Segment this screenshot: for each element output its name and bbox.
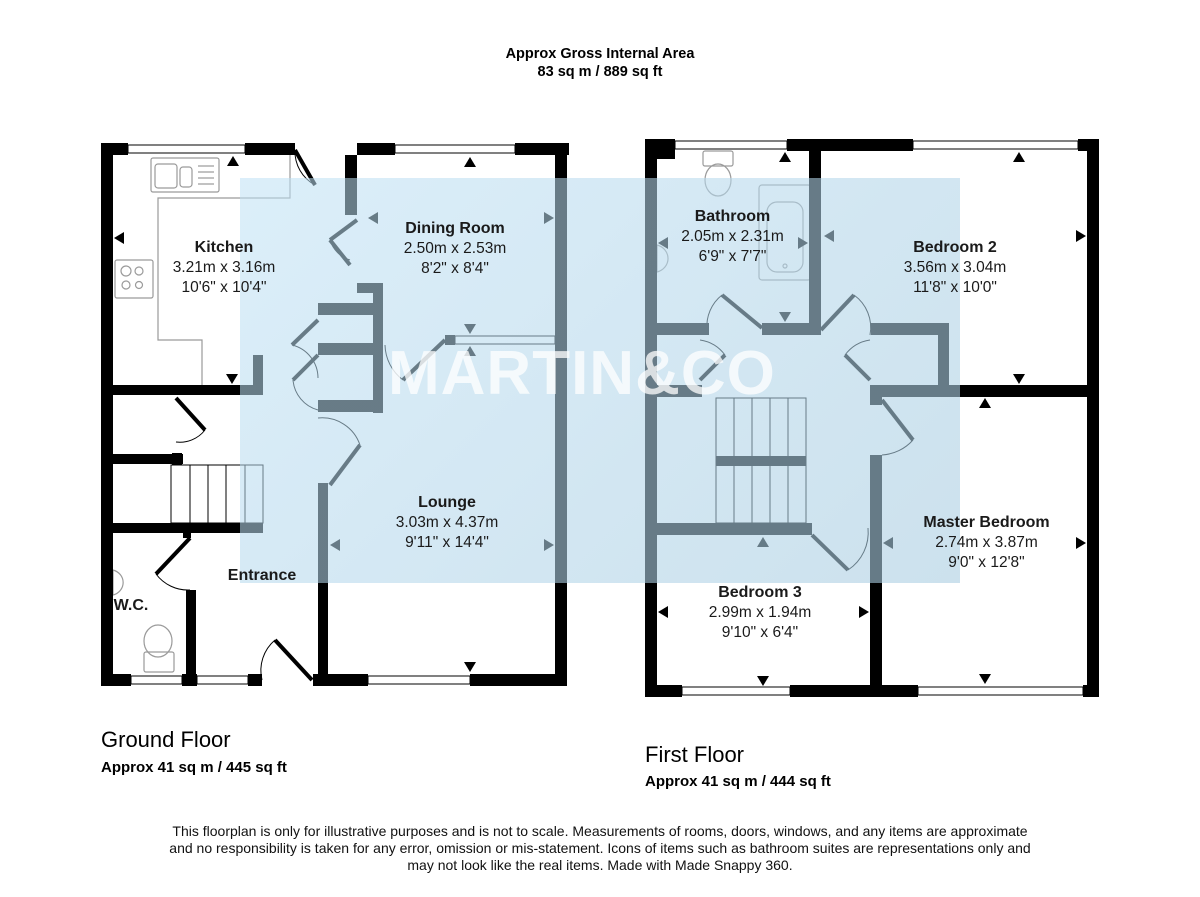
hob-icon <box>114 259 154 299</box>
room-name: Entrance <box>227 567 297 584</box>
gross-area-title: Approx Gross Internal Area <box>505 46 695 62</box>
room-master-bedroom: Master Bedroom 2.74m x 3.87m 9'0" x 12'8… <box>904 513 1069 573</box>
room-metric: 3.21m x 3.16m <box>172 259 276 276</box>
first-floor-area: Approx 41 sq m / 444 sq ft <box>645 773 831 790</box>
windows-first <box>674 140 1084 696</box>
room-metric: 3.56m x 3.04m <box>903 259 1007 276</box>
room-imperial: 10'6" x 10'4" <box>181 279 267 296</box>
room-imperial: 8'2" x 8'4" <box>421 260 489 277</box>
room-name: Kitchen <box>194 239 254 256</box>
room-name: Master Bedroom <box>923 514 1050 531</box>
room-imperial: 9'11" x 14'4" <box>405 534 489 551</box>
room-bathroom: Bathroom 2.05m x 2.31m 6'9" x 7'7" <box>655 207 810 267</box>
toilet-icon-first <box>702 150 734 197</box>
room-name: Lounge <box>418 494 476 511</box>
room-metric: 2.74m x 3.87m <box>935 534 1038 551</box>
disclaimer-line-3: may not look like the real items. Made w… <box>407 857 793 873</box>
room-bedroom-2: Bedroom 2 3.56m x 3.04m 11'8" x 10'0" <box>885 238 1025 298</box>
stairs-ground <box>170 464 264 524</box>
room-name: Dining Room <box>405 220 505 237</box>
room-metric: 2.50m x 2.53m <box>403 240 507 257</box>
basin-icon <box>112 569 124 596</box>
room-imperial: 9'0" x 12'8" <box>948 554 1025 571</box>
room-kitchen: Kitchen 3.21m x 3.16m 10'6" x 10'4" <box>150 238 298 298</box>
ground-floor-area: Approx 41 sq m / 445 sq ft <box>101 759 287 776</box>
gross-area-header: Approx Gross Internal Area 83 sq m / 889… <box>0 45 1200 81</box>
room-metric: 2.99m x 1.94m <box>708 604 812 621</box>
gross-area-value: 83 sq m / 889 sq ft <box>537 64 663 80</box>
room-lounge: Lounge 3.03m x 4.37m 9'11" x 14'4" <box>377 493 517 553</box>
room-name: W.C. <box>113 597 149 614</box>
sink-icon <box>150 157 220 193</box>
room-metric: 2.05m x 2.31m <box>681 228 784 245</box>
room-name: Bathroom <box>694 208 771 225</box>
room-wc: W.C. <box>101 596 161 616</box>
room-name: Bedroom 3 <box>718 584 802 601</box>
first-floor-title: First Floor <box>645 742 744 767</box>
room-dining: Dining Room 2.50m x 2.53m 8'2" x 8'4" <box>385 219 525 279</box>
room-bedroom-3: Bedroom 3 2.99m x 1.94m 9'10" x 6'4" <box>690 583 830 643</box>
disclaimer-line-1: This floorplan is only for illustrative … <box>172 823 1028 839</box>
room-imperial: 9'10" x 6'4" <box>721 624 799 641</box>
disclaimer: This floorplan is only for illustrative … <box>100 823 1100 874</box>
room-imperial: 6'9" x 7'7" <box>698 248 767 265</box>
toilet-icon <box>143 624 175 673</box>
room-name: Bedroom 2 <box>913 239 997 256</box>
disclaimer-line-2: and no responsibility is taken for any e… <box>169 840 1031 856</box>
room-imperial: 11'8" x 10'0" <box>913 279 997 296</box>
room-entrance: Entrance <box>217 566 307 586</box>
room-metric: 3.03m x 4.37m <box>395 514 499 531</box>
ground-floor-title: Ground Floor <box>101 727 231 752</box>
